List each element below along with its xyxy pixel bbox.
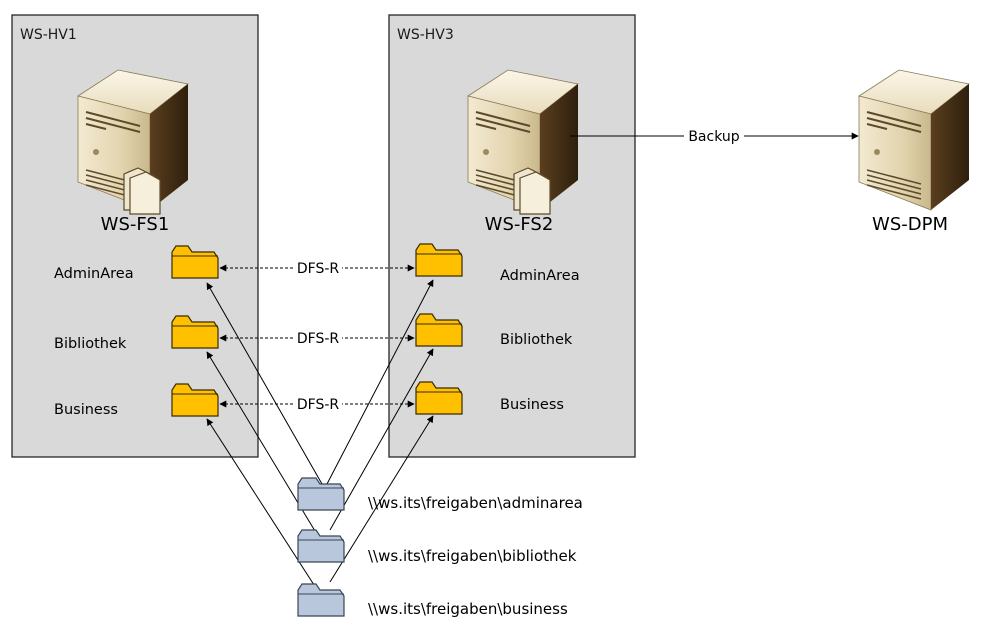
host-title: WS-HV3 bbox=[397, 27, 454, 43]
replication-adminarea: DFS-R bbox=[219, 260, 415, 277]
namespace-adminarea: \\ws.its\freigaben\adminarea bbox=[297, 477, 583, 512]
backup-connector: Backup bbox=[570, 127, 859, 145]
backup-label: Backup bbox=[688, 129, 739, 145]
server-ws-fs2: WS-FS2 bbox=[467, 69, 579, 235]
replication-label: DFS-R bbox=[297, 261, 340, 277]
replication-bibliothek: DFS-R bbox=[219, 330, 415, 347]
replication-business: DFS-R bbox=[219, 396, 415, 413]
folder-icon bbox=[297, 583, 345, 617]
folder-label: AdminArea bbox=[54, 266, 134, 282]
namespace-business: \\ws.its\freigaben\business bbox=[297, 583, 568, 618]
share-folder-bibliothek-left: Bibliothek bbox=[54, 315, 219, 352]
share-folder-bibliothek-right: Bibliothek bbox=[415, 313, 573, 348]
server-ws-fs1: WS-FS1 bbox=[77, 69, 189, 235]
folder-label: AdminArea bbox=[500, 268, 580, 284]
share-folder-adminarea-left: AdminArea bbox=[54, 245, 219, 282]
folder-icon bbox=[297, 529, 345, 563]
namespace-label: \\ws.its\freigaben\adminarea bbox=[368, 494, 583, 512]
server-label: WS-FS2 bbox=[485, 214, 554, 235]
folder-label: Business bbox=[54, 402, 118, 418]
replication-label: DFS-R bbox=[297, 331, 340, 347]
share-folder-business-right: Business bbox=[415, 381, 564, 415]
share-folder-adminarea-right: AdminArea bbox=[415, 243, 580, 284]
namespace-label: \\ws.its\freigaben\bibliothek bbox=[368, 547, 577, 565]
namespace-label: \\ws.its\freigaben\business bbox=[368, 600, 568, 618]
server-label: WS-FS1 bbox=[101, 214, 170, 235]
namespace-links bbox=[206, 279, 434, 589]
folder-label: Business bbox=[500, 397, 564, 413]
server-icon bbox=[858, 69, 970, 211]
server-ws-dpm: WS-DPM bbox=[858, 69, 970, 235]
host-title: WS-HV1 bbox=[20, 27, 77, 43]
namespace-bibliothek: \\ws.its\freigaben\bibliothek bbox=[297, 529, 577, 565]
folder-label: Bibliothek bbox=[500, 332, 573, 348]
replication-label: DFS-R bbox=[297, 397, 340, 413]
folder-label: Bibliothek bbox=[54, 336, 127, 352]
share-folder-business-left: Business bbox=[54, 383, 219, 418]
server-label: WS-DPM bbox=[872, 214, 948, 235]
